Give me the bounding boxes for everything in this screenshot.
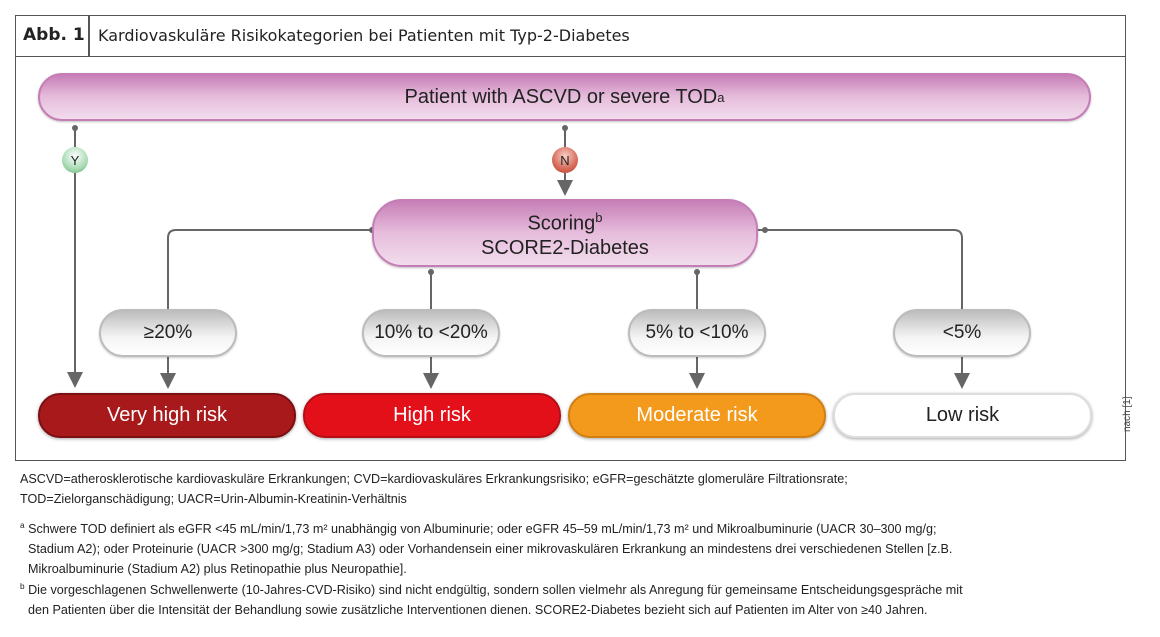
connector-right [757,229,963,310]
figure-label: Abb. 1 [23,25,85,45]
threshold-very-high: ≥20% [99,309,237,357]
figure-frame [15,15,1126,461]
connectors [67,125,970,389]
footnote-a: a Schwere TOD definiert als eGFR <45 mL/… [20,521,953,577]
figure-header [15,15,1126,57]
threshold-low: <5% [893,309,1031,357]
footnote-abbreviations: ASCVD=atherosklerotische kardiovaskuläre… [20,472,848,506]
threshold-high: 10% to <20% [362,309,500,357]
no-badge: N [552,147,578,173]
footnote-b: b Die vorgeschlagenen Schwellenwerte (10… [20,582,963,618]
scoring-node: Scoringb SCORE2-Diabetes [372,199,758,267]
threshold-moderate: 5% to <10% [628,309,766,357]
risk-very-high: Very high risk [38,393,296,438]
risk-high: High risk [303,393,561,438]
figure-title: Kardiovaskuläre Risikokategorien bei Pat… [98,26,630,45]
risk-moderate: Moderate risk [568,393,826,438]
risk-low: Low risk [833,393,1092,438]
header-divider [88,15,90,57]
yes-badge: Y [62,147,88,173]
source-note: nach [1] [1122,396,1133,432]
connector-left [167,229,372,310]
